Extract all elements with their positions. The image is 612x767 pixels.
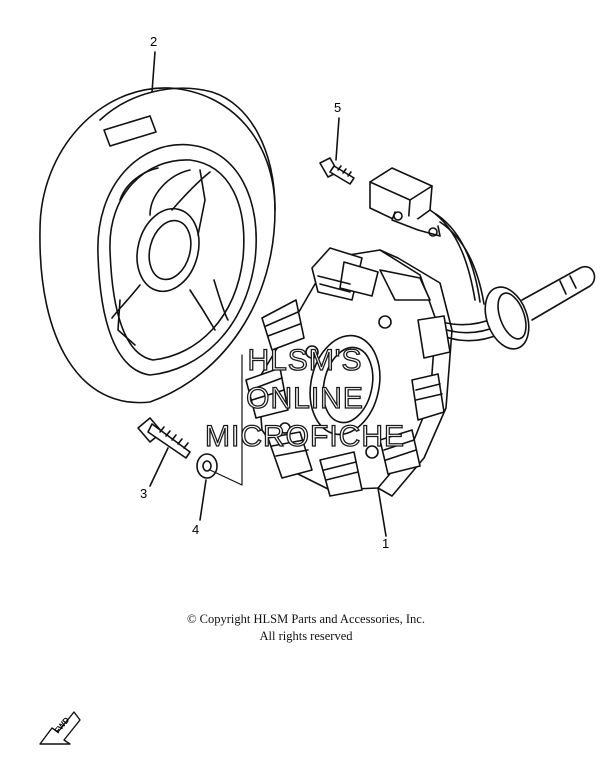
bolt-3 (137, 417, 191, 459)
watermark-line-2: ONLINE (246, 382, 364, 415)
leader-line-1 (377, 487, 387, 537)
leader-line-2 (151, 51, 156, 93)
copyright-line-2: All rights reserved (259, 629, 353, 643)
watermark-line-1: HLSM'S (247, 344, 362, 377)
copyright-line-1: © Copyright HLSM Parts and Accessories, … (187, 612, 425, 626)
callout-5: 5 (334, 100, 341, 115)
screw-5 (319, 157, 355, 185)
leader-line-5 (335, 117, 340, 161)
washer-4 (196, 453, 218, 479)
watermark: HLSM'S ONLINE MICROFICHE (204, 343, 405, 453)
leader-line-3 (149, 447, 169, 487)
fwd-arrow-icon (39, 711, 81, 745)
flywheel-rotor (39, 87, 276, 404)
pickup-coil-sensor (369, 167, 441, 237)
callout-3: 3 (140, 486, 147, 501)
stator-assembly (245, 247, 453, 497)
watermark-line-3: MICROFICHE (205, 420, 405, 453)
callout-1: 1 (382, 536, 389, 551)
callout-4: 4 (192, 522, 199, 537)
leader-line-4 (199, 479, 207, 521)
callout-2: 2 (150, 34, 157, 49)
